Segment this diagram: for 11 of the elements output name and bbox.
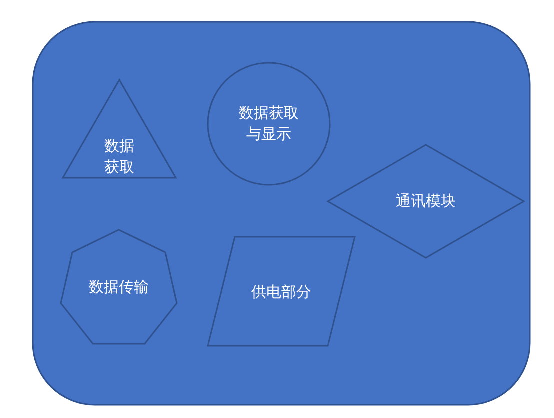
node-label: 数据传输	[88, 277, 150, 298]
node-label: 数据获取	[104, 136, 136, 178]
parallelogram-shape	[208, 237, 355, 346]
circle-shape	[208, 63, 330, 185]
node-label: 通讯模块	[395, 191, 457, 212]
rounded-panel	[33, 22, 530, 405]
triangle-shape	[63, 80, 176, 178]
node-label: 供电部分	[250, 282, 312, 303]
node-label: 数据获取与显示	[238, 103, 300, 145]
heptagon-shape	[61, 230, 177, 344]
diamond-shape	[328, 145, 524, 258]
